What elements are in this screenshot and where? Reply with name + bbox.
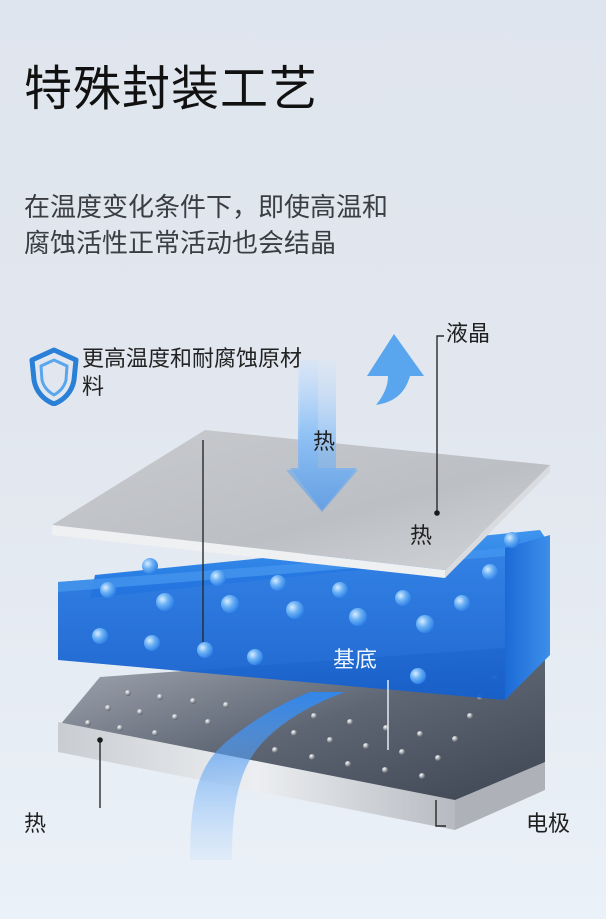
shield-icon (29, 347, 79, 406)
top-plate-layer (52, 430, 550, 578)
feature-callout: 更高温度和耐腐蚀原材料 (28, 346, 322, 406)
label-heat-bottom: 热 (24, 812, 47, 837)
label-heat-top-plate: 热 (410, 524, 433, 549)
heat-flow-stream (190, 692, 345, 860)
subtitle: 在温度变化条件下，即使高温和 腐蚀活性正常活动也会结晶 (24, 190, 504, 262)
page-title: 特殊封装工艺 (24, 61, 319, 117)
subtitle-line-1: 在温度变化条件下，即使高温和 (24, 193, 389, 223)
label-electrode: 电极 (526, 812, 571, 837)
arrow-up-icon (367, 334, 424, 405)
leader-lines (99, 335, 446, 827)
subtitle-line-2: 腐蚀活性正常活动也会结晶 (24, 229, 337, 259)
label-liquid-crystal: 液晶 (446, 322, 491, 347)
feature-text: 更高温度和耐腐蚀原材料 (82, 347, 303, 400)
label-heat-arrow: 热 (313, 430, 336, 455)
label-substrate: 基底 (333, 648, 378, 673)
